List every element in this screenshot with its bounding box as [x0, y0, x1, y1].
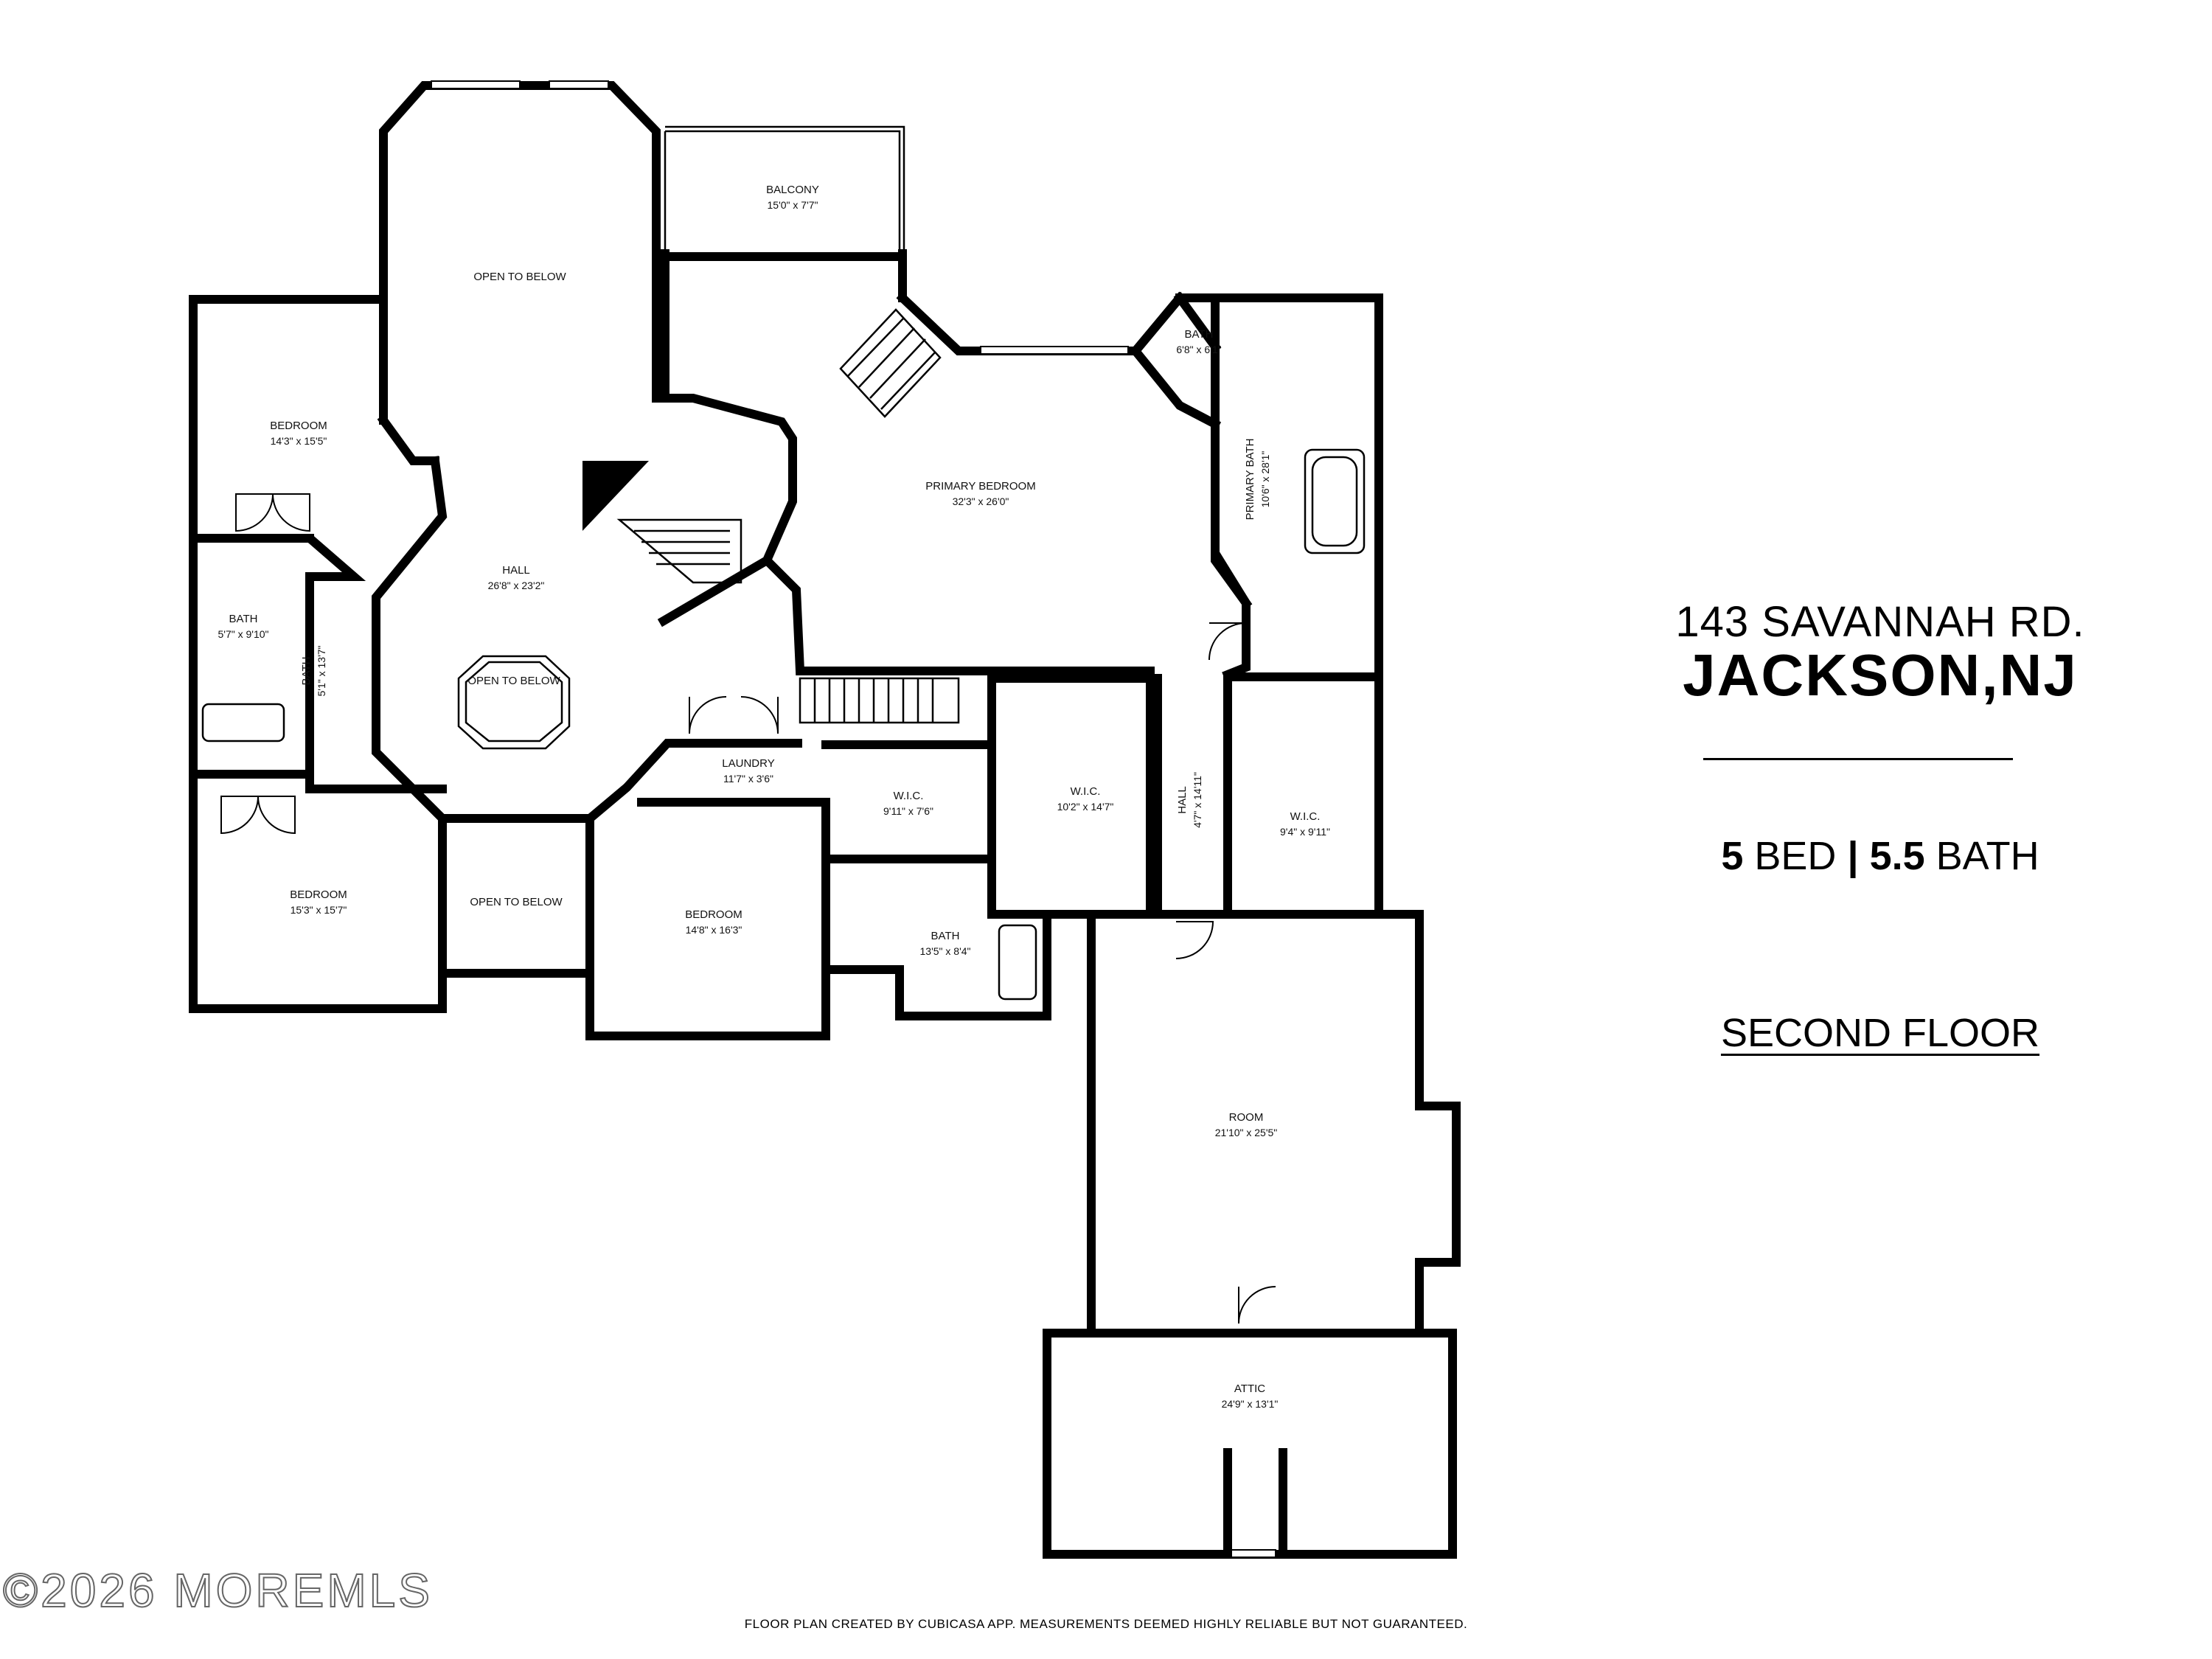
room-wic1-name: W.I.C.: [894, 790, 924, 802]
footer-note: FLOOR PLAN CREATED BY CUBICASA APP. MEAS…: [0, 1617, 2212, 1632]
room-bath-vertical-name: BATH: [300, 657, 313, 686]
room-laundry-dim: 11'7" x 3'6": [723, 773, 773, 785]
address-line: 143 SAVANNAH RD.: [1675, 598, 2085, 646]
room-bath-s-dim: 13'5" x 8'4": [920, 945, 971, 957]
room-bedroom-s-dim: 14'8" x 16'3": [686, 924, 742, 936]
floor-name-line: SECOND FLOOR: [1659, 1010, 2101, 1056]
room-labels: OPEN TO BELOW BALCONY 15'0" x 7'7" BEDRO…: [218, 184, 1331, 1410]
walls: [189, 81, 1461, 1559]
room-bath-s-name: BATH: [931, 930, 960, 942]
fixtures: [201, 80, 1366, 1558]
room-bedroom-sw-dim: 15'3" x 15'7": [291, 904, 347, 916]
city-line: JACKSON,NJ: [1683, 642, 2078, 708]
watermark: ©2026 MOREMLS: [2, 1563, 433, 1618]
beds-baths-line: 5 BED | 5.5 BATH: [1659, 833, 2101, 879]
divider: [1703, 758, 2013, 760]
room-attic-dim: 24'9" x 13'1": [1222, 1398, 1279, 1410]
room-balcony-name: BALCONY: [766, 184, 819, 196]
room-wic1-dim: 9'11" x 7'6": [883, 805, 933, 817]
room-open-top-name: OPEN TO BELOW: [473, 271, 566, 283]
room-wic3-name: W.I.C.: [1290, 810, 1321, 823]
room-bedroom-nw-name: BEDROOM: [270, 420, 327, 432]
room-primary-bath-name: PRIMARY BATH: [1244, 439, 1256, 521]
room-hall-name: HALL: [502, 564, 530, 577]
separator: |: [1847, 834, 1859, 878]
room-hall-small-dim: 4'7" x 14'11": [1192, 772, 1203, 828]
beds-word: BED: [1754, 834, 1837, 878]
room-wic3-dim: 9'4" x 9'11": [1280, 826, 1330, 838]
room-hall-small-name: HALL: [1176, 786, 1189, 814]
room-east-name: ROOM: [1229, 1111, 1264, 1124]
room-primary-bath-dim: 10'6" x 28'1": [1259, 451, 1271, 508]
room-bedroom-nw-dim: 14'3" x 15'5": [271, 435, 327, 447]
room-bath-small-name: BATH: [229, 613, 258, 625]
room-bath-ne-name: BATH: [1185, 328, 1214, 341]
baths-word: BATH: [1935, 834, 2039, 878]
room-east-dim: 21'10" x 25'5": [1215, 1127, 1278, 1138]
room-bedroom-s-name: BEDROOM: [685, 908, 742, 921]
room-laundry-name: LAUNDRY: [722, 757, 774, 770]
door-swings: [220, 493, 1276, 1324]
room-attic-name: ATTIC: [1234, 1382, 1265, 1395]
room-bedroom-sw-name: BEDROOM: [290, 888, 347, 901]
floor-name: SECOND FLOOR: [1720, 1011, 2040, 1055]
room-bath-small-dim: 5'7" x 9'10": [218, 628, 269, 640]
room-wic2-dim: 10'2" x 14'7": [1057, 801, 1114, 813]
room-open-south-name: OPEN TO BELOW: [470, 896, 563, 908]
beds-count: 5: [1721, 834, 1744, 878]
room-primary-bedroom-dim: 32'3" x 26'0": [953, 495, 1009, 507]
baths-count: 5.5: [1869, 834, 1925, 878]
room-balcony-dim: 15'0" x 7'7": [768, 199, 818, 211]
room-open-center-name: OPEN TO BELOW: [467, 675, 560, 687]
room-bath-vertical-dim: 5'1" x 13'7": [316, 645, 327, 696]
room-primary-bedroom-name: PRIMARY BEDROOM: [925, 480, 1035, 493]
footer-note-text: FLOOR PLAN CREATED BY CUBICASA APP. MEAS…: [744, 1617, 1468, 1631]
room-wic2-name: W.I.C.: [1071, 785, 1101, 798]
room-bath-ne-dim: 6'8" x 6'1": [1176, 344, 1221, 355]
room-hall-dim: 26'8" x 23'2": [488, 580, 545, 591]
